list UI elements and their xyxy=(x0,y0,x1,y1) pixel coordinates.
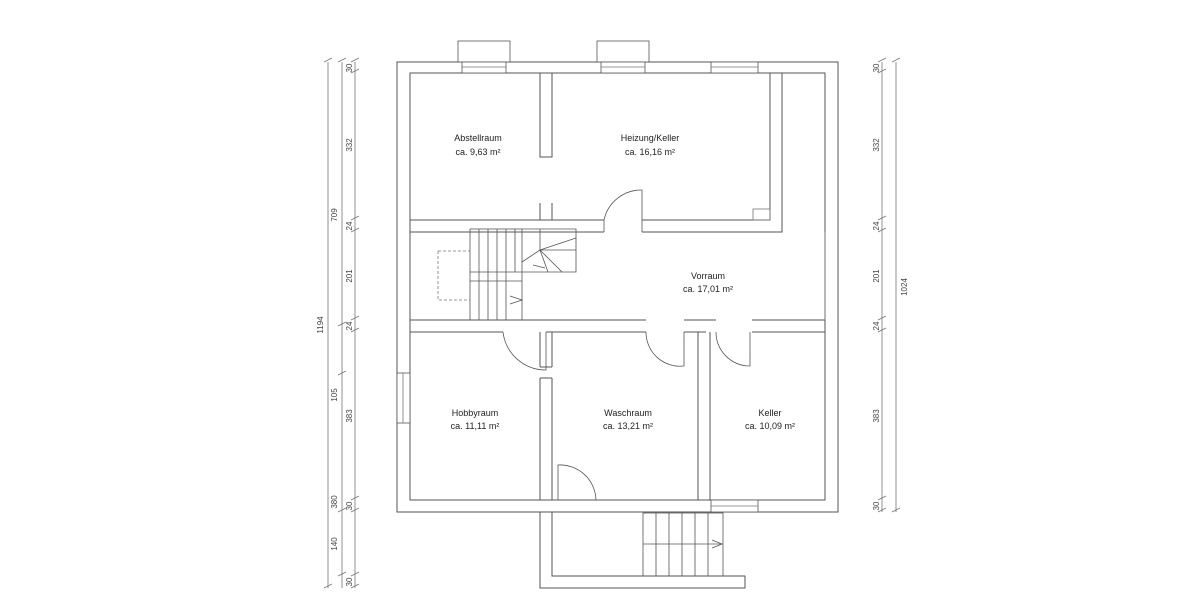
dim-left-30-mid: 30 xyxy=(345,501,354,510)
window-abstellraum xyxy=(457,40,511,63)
dim-left-1194: 1194 xyxy=(316,316,325,334)
dim-right-24-a: 24 xyxy=(872,221,881,230)
interior-walls xyxy=(410,73,826,501)
dim-right-1024: 1024 xyxy=(900,278,909,296)
room-heizung-name: Heizung/Keller xyxy=(621,133,680,143)
dim-right-30-bottom: 30 xyxy=(872,501,881,510)
room-keller-name: Keller xyxy=(758,408,781,418)
dim-left-201: 201 xyxy=(345,269,354,283)
room-vorraum-name: Vorraum xyxy=(691,271,725,281)
dim-left-380: 380 xyxy=(330,495,339,509)
dim-right-383: 383 xyxy=(872,409,881,423)
exterior-stairs xyxy=(642,512,724,577)
dim-left-24-a: 24 xyxy=(345,221,354,230)
window-heizung xyxy=(596,40,650,63)
window-top-right xyxy=(710,61,759,74)
interior-stairs xyxy=(437,228,577,321)
windows xyxy=(396,40,759,513)
dim-left-105: 105 xyxy=(330,388,339,402)
room-hobbyraum-name: Hobbyraum xyxy=(452,408,499,418)
room-hobbyraum-area: ca. 11,11 m² xyxy=(451,421,500,431)
doors xyxy=(502,189,751,501)
right-dimensions: 30 332 24 201 24 383 30 1024 xyxy=(872,57,909,513)
room-labels: Abstellraum ca. 9,63 m² Heizung/Keller c… xyxy=(451,133,795,431)
dim-left-24-b: 24 xyxy=(345,321,354,330)
room-vorraum-area: ca. 17,01 m² xyxy=(683,284,733,294)
room-waschraum-name: Waschraum xyxy=(604,408,652,418)
room-waschraum-area: ca. 13,21 m² xyxy=(603,421,653,431)
dim-right-201: 201 xyxy=(872,269,881,283)
dim-left-30-top: 30 xyxy=(345,63,354,72)
window-hobbyraum xyxy=(396,372,411,424)
dim-right-24-b: 24 xyxy=(872,321,881,330)
dim-left-140: 140 xyxy=(330,537,339,551)
left-dimensions: 1194 709 105 380 140 30 332 24 201 24 38… xyxy=(316,57,360,589)
dim-left-709: 709 xyxy=(330,208,339,222)
dim-left-332: 332 xyxy=(345,138,354,152)
dim-left-383: 383 xyxy=(345,409,354,423)
dim-right-30-top: 30 xyxy=(872,63,881,72)
room-keller-area: ca. 10,09 m² xyxy=(745,421,795,431)
room-heizung-area: ca. 16,16 m² xyxy=(625,147,675,157)
room-abstellraum-area: ca. 9,63 m² xyxy=(455,147,500,157)
dim-left-30-bottom: 30 xyxy=(345,577,354,586)
dim-right-332: 332 xyxy=(872,138,881,152)
room-abstellraum-name: Abstellraum xyxy=(454,133,502,143)
